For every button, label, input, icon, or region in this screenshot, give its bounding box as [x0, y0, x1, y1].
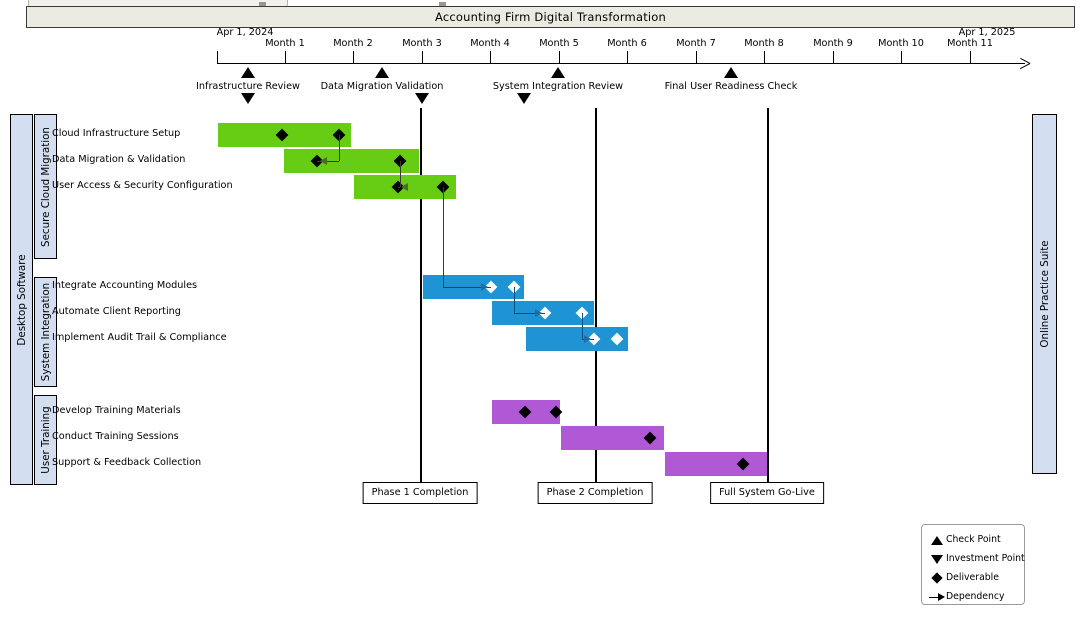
legend-row-0: Check Point	[928, 530, 1018, 549]
milestone-box-1[interactable]: Phase 2 Completion	[537, 482, 653, 504]
axis-tick-label-5: Month 5	[539, 38, 579, 49]
task-label-0-2: User Access & Security Configuration	[52, 180, 233, 191]
milestone-line-2	[767, 108, 769, 483]
dependency-line-v-2	[443, 187, 445, 287]
axis-tick-4	[490, 51, 492, 64]
axis-tick-label-4: Month 4	[470, 38, 510, 49]
dependency-line-v-4	[582, 313, 584, 339]
group-0: Secure Cloud Migration	[34, 114, 57, 259]
axis-tick-label-11: Month 11	[947, 38, 993, 49]
task-label-2-1: Conduct Training Sessions	[52, 431, 179, 442]
event-label-3: Final User Readiness Check	[664, 81, 798, 92]
dependency-line-v-0	[339, 135, 341, 161]
legend-row-2: Deliverable	[928, 568, 1018, 587]
dependency-arrow-icon-4	[584, 335, 591, 343]
dependency-line-h-1	[398, 187, 400, 189]
check-point-icon-3	[724, 67, 738, 78]
dependency-line-v-3	[514, 287, 516, 313]
task-label-2-0: Develop Training Materials	[52, 405, 181, 416]
investment-point-icon-6	[517, 93, 531, 104]
legend-label-3: Dependency	[946, 591, 1005, 602]
axis-tick-11	[970, 51, 972, 64]
axis-tick-8	[764, 51, 766, 64]
milestone-box-0[interactable]: Phase 1 Completion	[362, 482, 478, 504]
toolbar-button-2[interactable]	[439, 2, 446, 6]
axis-tick-6	[627, 51, 629, 64]
milestone-box-2[interactable]: Full System Go-Live	[710, 482, 824, 504]
group-right-label: Online Practice Suite	[1038, 240, 1051, 348]
axis-tick-2	[353, 51, 355, 64]
group-outer-label: Desktop Software	[15, 253, 28, 346]
task-label-1-1: Automate Client Reporting	[52, 306, 181, 317]
dependency-line-h-3	[514, 313, 545, 315]
investment-point-icon-5	[415, 93, 429, 104]
milestone-line-0	[420, 108, 422, 483]
dependency-line-v-1	[400, 161, 402, 187]
axis-tick-7	[696, 51, 698, 64]
axis-tick-label-2: Month 2	[333, 38, 373, 49]
milestone-line-1	[595, 108, 597, 483]
arrow-head-icon	[938, 592, 945, 601]
task-label-1-2: Implement Audit Trail & Compliance	[52, 332, 227, 343]
group-label-1: System Integration	[39, 282, 52, 382]
event-label-1: Data Migration Validation	[320, 81, 444, 92]
axis-tick-9	[833, 51, 835, 64]
axis-tick-label-6: Month 6	[607, 38, 647, 49]
legend-row-3: Dependency	[928, 587, 1018, 606]
check-point-icon-2	[551, 67, 565, 78]
group-1: System Integration	[34, 277, 57, 387]
dependency-arrow-icon-0	[320, 157, 327, 165]
dependency-arrow-icon-2	[481, 283, 488, 291]
task-label-0-0: Cloud Infrastructure Setup	[52, 128, 181, 139]
timeline-axis	[217, 63, 1025, 65]
axis-tick-10	[901, 51, 903, 64]
event-label-0: Infrastructure Review	[196, 81, 300, 92]
triangle-up-icon	[928, 531, 946, 549]
legend-label-0: Check Point	[946, 534, 1001, 545]
triangle-down-icon	[928, 550, 946, 568]
arrow-right-icon	[928, 588, 946, 606]
legend-label-2: Deliverable	[946, 572, 999, 583]
task-label-1-0: Integrate Accounting Modules	[52, 280, 198, 291]
check-point-icon-0	[241, 67, 255, 78]
axis-tick-label-7: Month 7	[676, 38, 716, 49]
task-bar-2-2[interactable]	[665, 452, 767, 476]
group-label-2: User Training	[39, 406, 52, 474]
event-label-2: System Integration Review	[492, 81, 624, 92]
toolbar-button-1[interactable]	[259, 2, 266, 6]
dependency-line-h-2	[443, 287, 491, 289]
axis-tick-origin	[217, 51, 219, 64]
legend-label-1: Investment Point	[946, 553, 1025, 564]
axis-tick-label-9: Month 9	[813, 38, 853, 49]
axis-tick-label-3: Month 3	[402, 38, 442, 49]
check-point-icon-1	[375, 67, 389, 78]
axis-end-date: Apr 1, 2025	[958, 27, 1016, 38]
axis-tick-label-1: Month 1	[265, 38, 305, 49]
axis-tick-5	[559, 51, 561, 64]
diamond-icon	[928, 569, 946, 587]
axis-tick-3	[422, 51, 424, 64]
dependency-line-h-0	[317, 161, 339, 163]
dependency-arrow-icon-3	[535, 309, 542, 317]
axis-tick-1	[285, 51, 287, 64]
axis-tick-label-10: Month 10	[878, 38, 924, 49]
axis-start-date: Apr 1, 2024	[216, 27, 274, 38]
axis-tick-label-8: Month 8	[744, 38, 784, 49]
group-online-practice-suite: Online Practice Suite	[1032, 114, 1057, 474]
group-outer-desktop-software: Desktop Software	[10, 114, 33, 485]
investment-point-icon-4	[241, 93, 255, 104]
group-2: User Training	[34, 395, 57, 485]
page-title: Accounting Firm Digital Transformation	[434, 10, 667, 24]
dependency-arrow-icon-1	[401, 183, 408, 191]
chart-title-bar: Accounting Firm Digital Transformation	[26, 6, 1075, 28]
task-label-0-1: Data Migration & Validation	[52, 154, 186, 165]
legend-row-1: Investment Point	[928, 549, 1025, 568]
task-label-2-2: Support & Feedback Collection	[52, 457, 202, 468]
group-label-0: Secure Cloud Migration	[39, 126, 52, 247]
